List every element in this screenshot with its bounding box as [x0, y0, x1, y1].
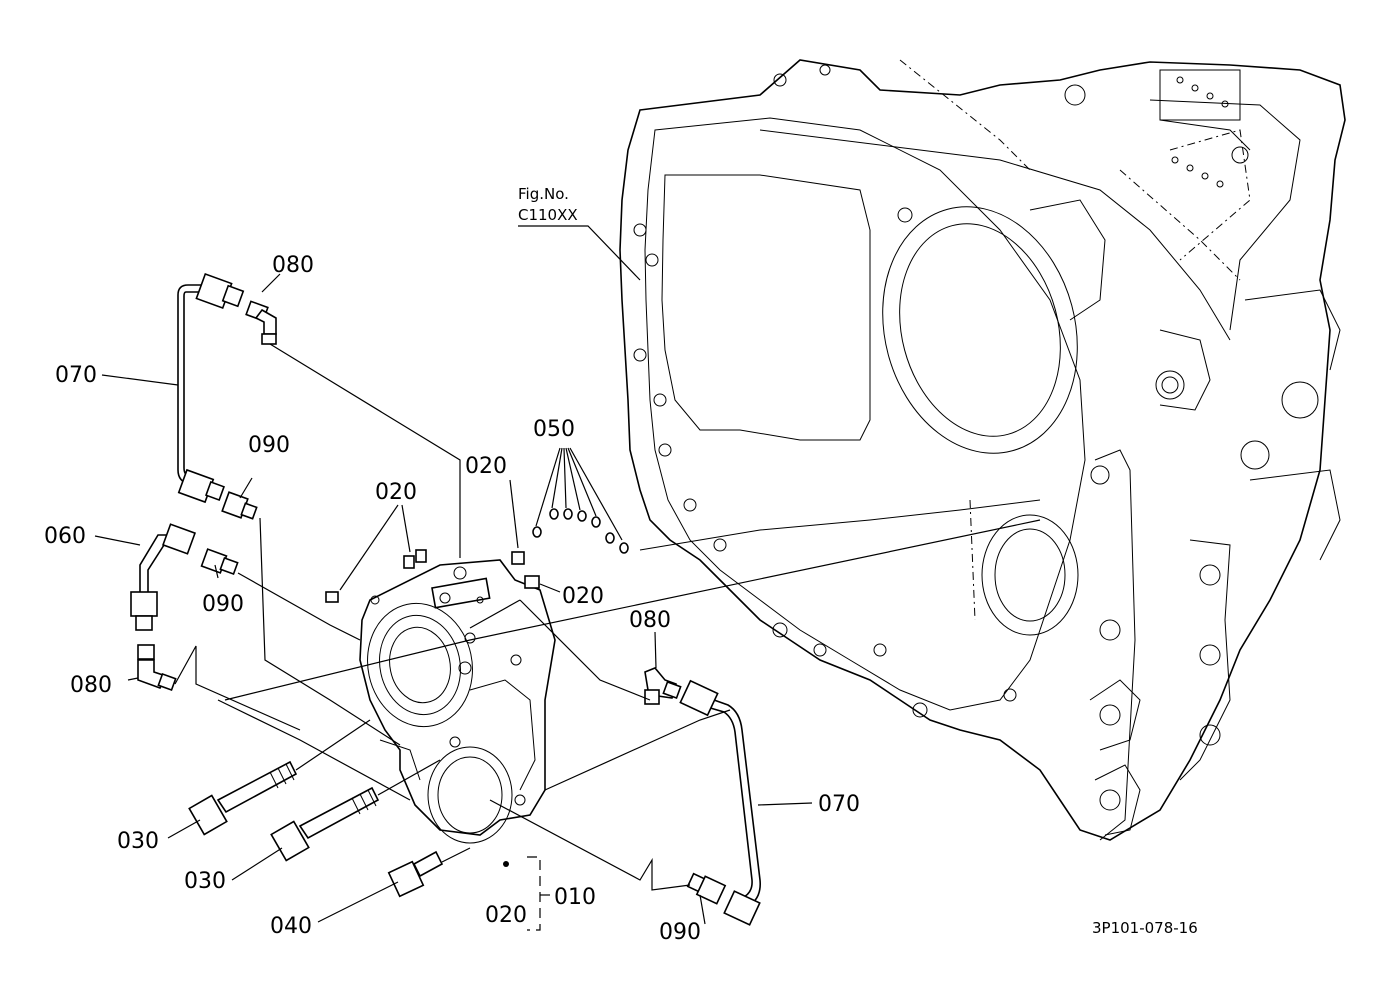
callout-050: 050	[533, 417, 575, 442]
callout-040: 040	[270, 914, 312, 939]
bolt-030-a	[188, 760, 298, 836]
union-090-left	[221, 491, 258, 520]
pipe-060	[130, 523, 197, 631]
callout-070-left: 070	[55, 363, 97, 388]
fig-ref-line1: Fig.No.	[518, 185, 569, 203]
plug-020-right	[524, 575, 540, 589]
callout-030-a: 030	[117, 829, 159, 854]
plug-020-center	[511, 551, 525, 565]
callout-080-right: 080	[629, 608, 671, 633]
fitting-top-left	[195, 272, 245, 310]
callout-030-b: 030	[184, 869, 226, 894]
elbow-080-top	[245, 300, 277, 345]
fig-ref-line2: C110XX	[518, 206, 578, 224]
callout-080-bottom-left: 080	[70, 673, 112, 698]
pipe-070-left	[177, 284, 210, 485]
union-090-bottom	[686, 872, 727, 905]
callout-020-center: 020	[465, 454, 507, 479]
cover-housing	[359, 559, 556, 867]
leader-lines	[94, 273, 1041, 931]
drawing-number: 3P101-078-16	[1092, 919, 1198, 937]
pipe-070-right	[679, 679, 762, 926]
callout-090-left: 090	[248, 433, 290, 458]
callout-080-top: 080	[272, 253, 314, 278]
callout-020-group: 020	[375, 480, 417, 505]
callout-060: 060	[44, 524, 86, 549]
orings-050	[532, 508, 629, 554]
elbow-080-bottom-left	[137, 644, 177, 692]
transmission-case	[619, 59, 1346, 841]
bolt-040	[387, 850, 444, 898]
callout-020-bottom: 020	[485, 903, 527, 928]
plug-020-group	[325, 549, 427, 603]
callout-070-right: 070	[818, 792, 860, 817]
elbow-080-right	[644, 667, 682, 705]
callout-020-right: 020	[562, 584, 604, 609]
fitting-bottom-left	[177, 468, 225, 504]
fig-ref-leader	[518, 225, 641, 281]
union-090-mid	[200, 548, 239, 576]
fig-ref: Fig.No. C110XX	[518, 185, 578, 224]
callout-010: 010	[554, 885, 596, 910]
callout-090-bottom: 090	[659, 920, 701, 945]
callout-090-mid: 090	[202, 592, 244, 617]
bolt-030-b	[270, 786, 380, 862]
